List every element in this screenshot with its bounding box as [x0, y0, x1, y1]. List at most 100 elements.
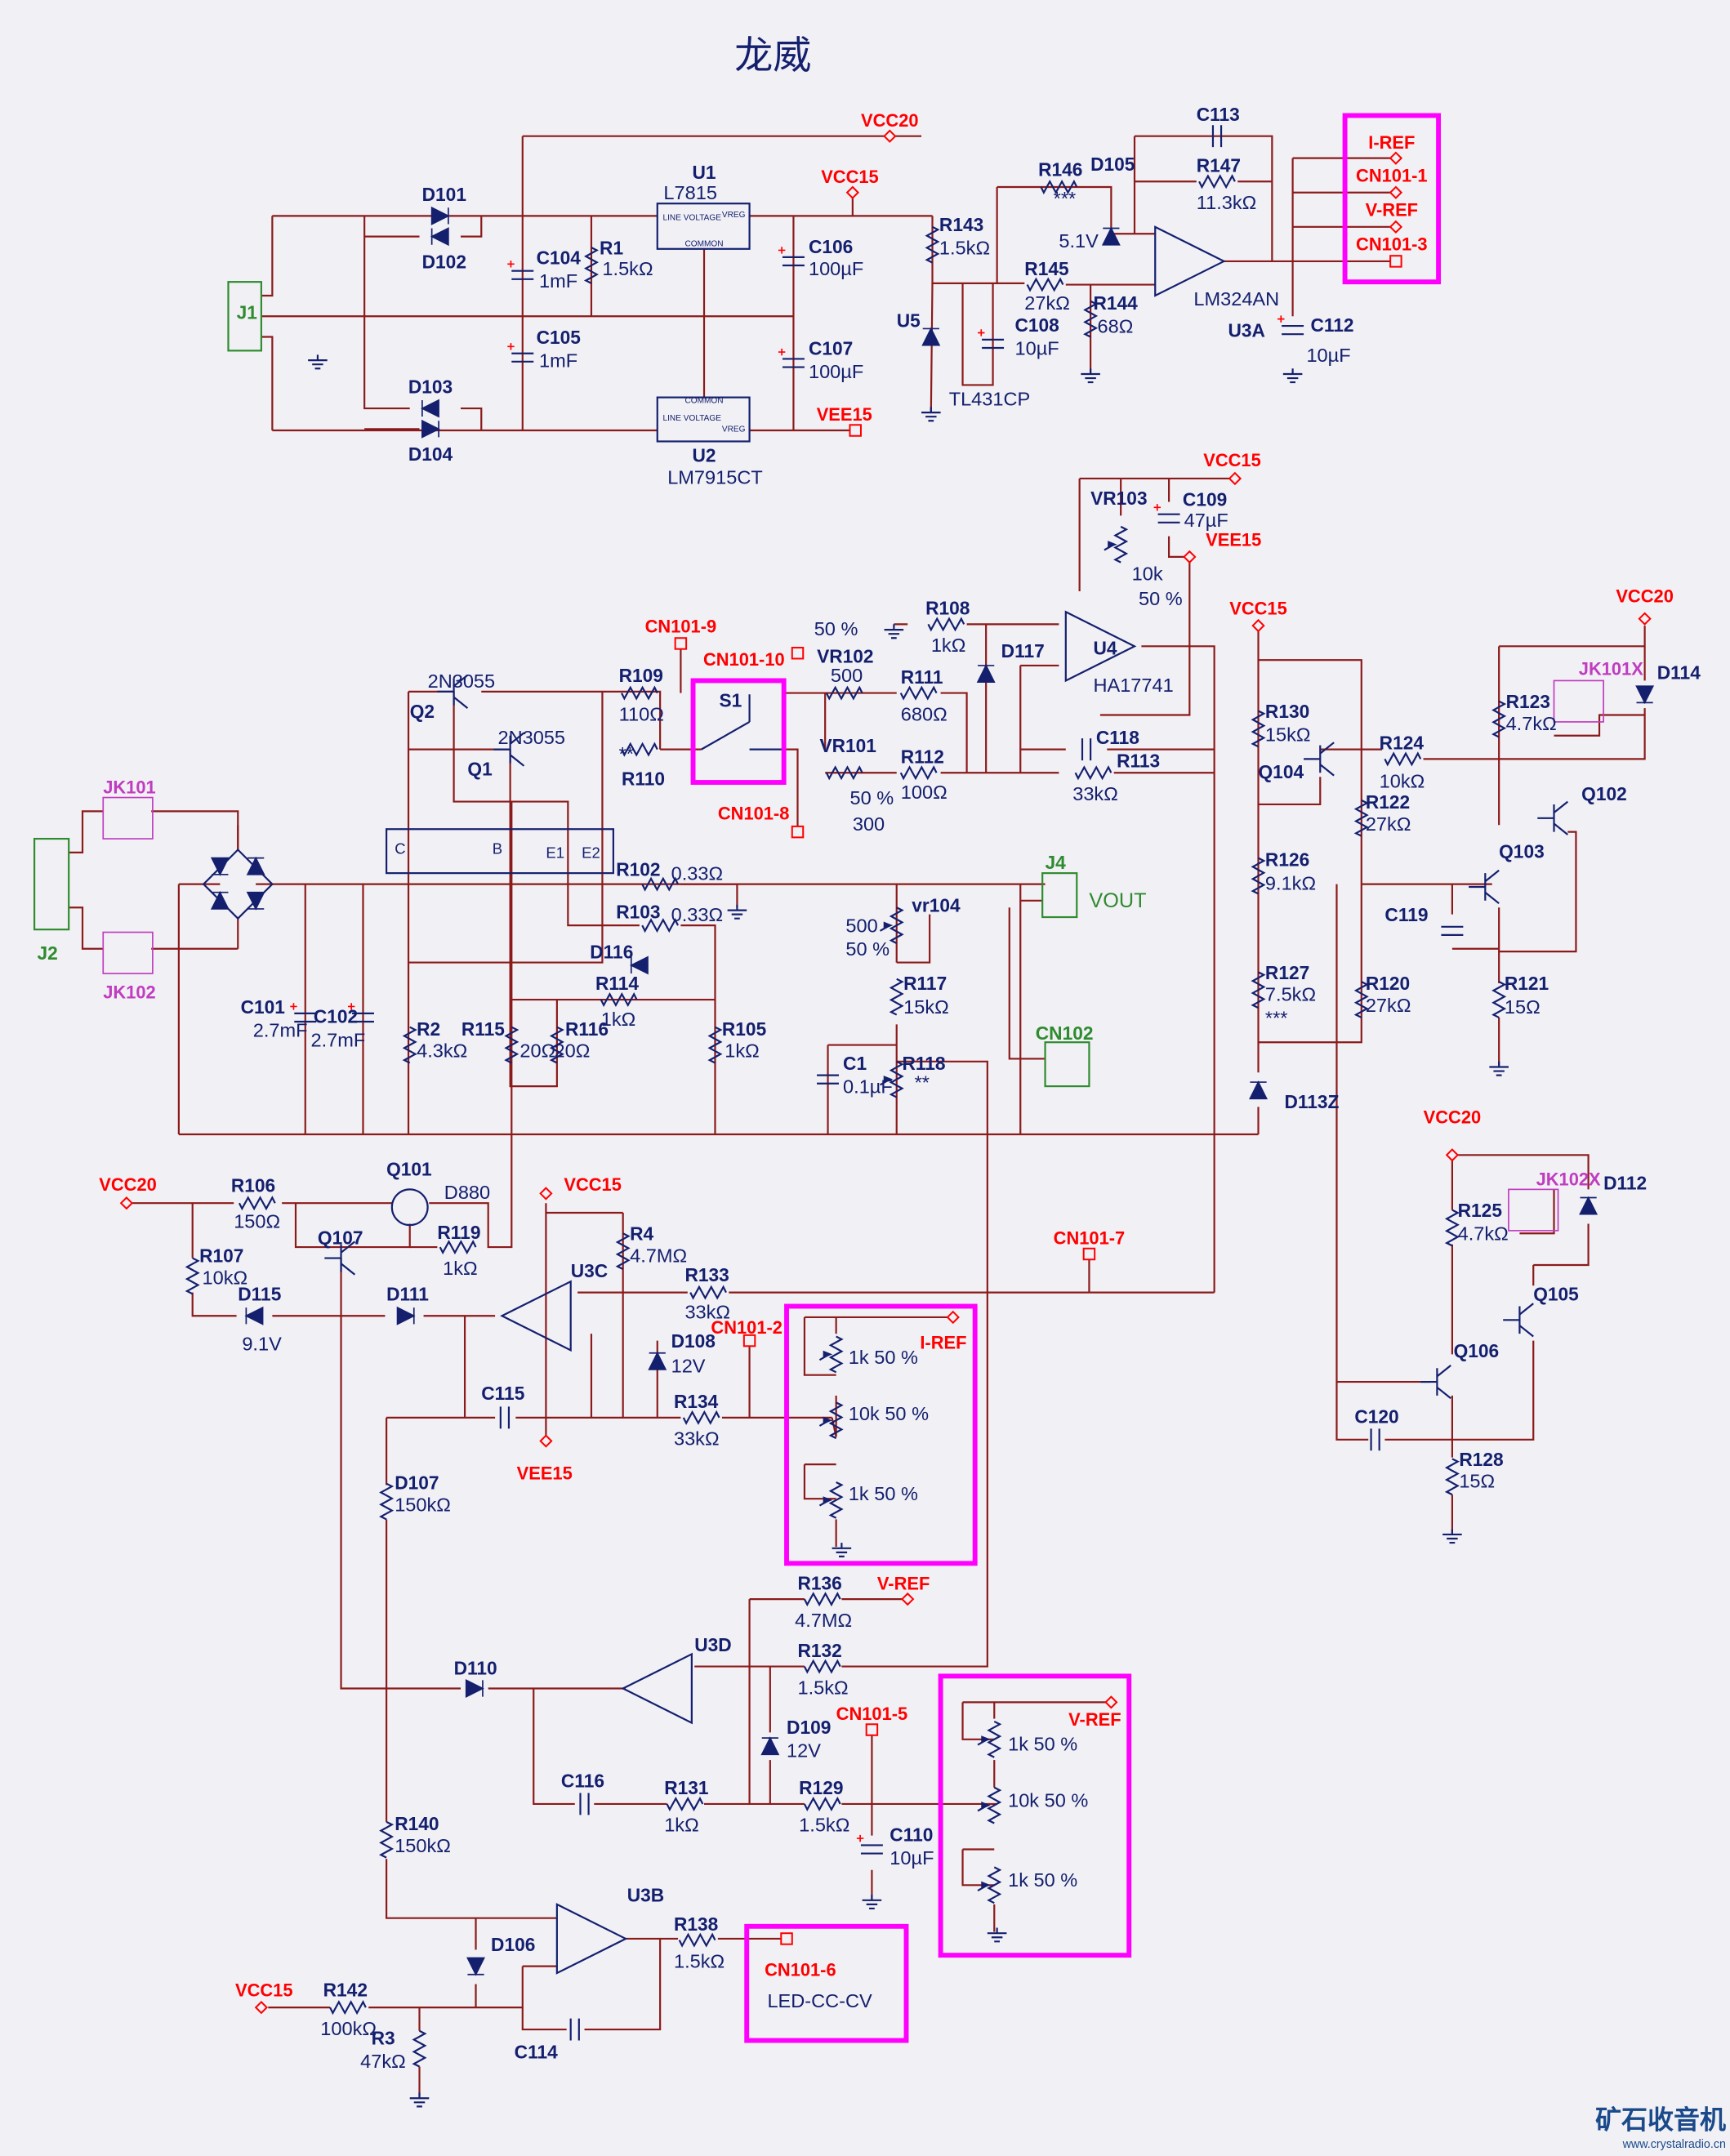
- label-components-d105-ref: D105: [1090, 154, 1135, 175]
- wire: [584, 1938, 662, 2031]
- label-nets-vcc15: VCC15: [564, 1174, 622, 1195]
- label-components-j2-ref: J2: [37, 942, 57, 964]
- opamp-U3C: [500, 1280, 572, 1352]
- label-components-q103-ref: Q103: [1499, 841, 1545, 862]
- capacitor-C112: [1277, 315, 1304, 336]
- resistor-R112: [899, 765, 938, 781]
- label-components-d115-value: 9.1V: [242, 1333, 282, 1354]
- label-components-r133-value: 33kΩ: [684, 1302, 730, 1323]
- wire: [151, 810, 239, 850]
- resistor-vref-pot-2: [987, 1786, 1002, 1824]
- net-port-icon: [791, 647, 805, 660]
- resistor-R132: [803, 1659, 841, 1674]
- net-port-icon: [1638, 612, 1652, 626]
- label-nets-cn101_6: CN101-6: [765, 1959, 836, 1980]
- diode-D104: [421, 419, 440, 439]
- label-components-r131-ref: R131: [664, 1777, 708, 1798]
- label-components-d111-ref: D111: [386, 1284, 429, 1305]
- polarity-plus-icon: [1153, 504, 1161, 511]
- label-components-u5-value: TL431CP: [949, 389, 1031, 410]
- connector-J1: [227, 281, 262, 352]
- diode-D114: [1635, 685, 1655, 705]
- label-vref_pots-1: 10k 50 %: [1008, 1789, 1088, 1811]
- label-components-r118-value: **: [915, 1071, 930, 1093]
- label-components-c102-ref: C102: [314, 1006, 358, 1027]
- diode-D110: [465, 1679, 484, 1698]
- wire: [1335, 884, 1369, 1441]
- wiper-arrow-icon: [883, 921, 894, 929]
- label-components-r146-value: ***: [1054, 188, 1077, 209]
- polarity-plus-icon: [347, 1003, 355, 1010]
- label-components-u1-ref: U1: [692, 162, 716, 183]
- ground-icon: [1282, 368, 1303, 384]
- label-components-c110-value: 10µF: [890, 1847, 934, 1869]
- label-components-vr101-ref: VR101: [819, 735, 876, 756]
- resistor-R108: [927, 617, 965, 632]
- label-nets-cn101_1: CN101-1: [1356, 165, 1428, 185]
- label-components-c119-ref: C119: [1384, 904, 1428, 925]
- opamp-U3D: [621, 1652, 693, 1725]
- label-nets-cn101_3: CN101-3: [1356, 234, 1428, 254]
- wire: [930, 283, 934, 413]
- net-port-icon: [849, 424, 862, 437]
- net-port-icon: [791, 825, 805, 839]
- wiper-arrow-icon: [981, 1881, 991, 1889]
- label-components-r133-ref: R133: [684, 1264, 729, 1285]
- connector-J2: [33, 837, 70, 931]
- label-components-r115-value: 20Ω: [519, 1040, 555, 1062]
- label-components-c118-ref: C118: [1096, 727, 1139, 748]
- net-port-icon: [119, 1196, 134, 1210]
- label-components-vr102-value: 500: [831, 665, 863, 686]
- label-components-r102-value: 0.33Ω: [671, 863, 723, 884]
- connector-J4: [1041, 872, 1078, 919]
- diode-D109: [760, 1736, 780, 1756]
- labels: 龙威VCC20VCC15VEE15D101D102D103D104J1C1041…: [37, 33, 1726, 2151]
- resistor-iref-pot-1: [828, 1335, 844, 1374]
- label-components-c112-ref: C112: [1310, 314, 1353, 336]
- resistor-VR103: [1113, 525, 1129, 564]
- transistor-Q106: [1420, 1365, 1451, 1400]
- capacitor-C110: [856, 1834, 883, 1855]
- resistor-R121: [1491, 981, 1507, 1018]
- label-nets-v_ref: V-REF: [1068, 1709, 1121, 1730]
- resistor-R134: [682, 1410, 720, 1425]
- label-components-u3d-ref: U3D: [694, 1634, 731, 1655]
- ground-icon: [727, 904, 747, 920]
- label-components-c101-ref: C101: [241, 996, 285, 1018]
- label-power_block-e2: E2: [582, 844, 600, 862]
- label-components-r111-value: 680Ω: [901, 703, 947, 724]
- wire: [461, 407, 483, 431]
- label-components-c114-ref: C114: [515, 2041, 558, 2062]
- label-components-r124-ref: R124: [1380, 733, 1425, 754]
- wire: [69, 810, 104, 853]
- label-components-vr101-setting: 50 %: [849, 787, 894, 808]
- resistor-VR101: [825, 765, 863, 781]
- diode-U5: [921, 327, 941, 346]
- label-components-r125-value: 4.7kΩ: [1458, 1223, 1509, 1245]
- highlight-box-cn101-refs: [1342, 113, 1442, 285]
- wire: [961, 283, 994, 386]
- label-components-r1-ref: R1: [600, 238, 623, 259]
- jack-JK102X: [1508, 1188, 1559, 1232]
- polarity-plus-icon: [290, 1003, 297, 1010]
- highlight-box-cn101-6: [744, 1923, 909, 2043]
- label-components-r3-value: 47kΩ: [360, 2051, 406, 2072]
- label-components-c109-value: 47µF: [1184, 510, 1228, 531]
- net-port-icon: [1183, 550, 1197, 564]
- label-components-r132-ref: R132: [798, 1640, 842, 1661]
- label-components-d112-ref: D112: [1603, 1172, 1647, 1193]
- opamp-U4: [1064, 610, 1137, 683]
- label-components-r114-value: 1kΩ: [601, 1009, 636, 1030]
- label-components-d109-value: 12V: [787, 1740, 821, 1762]
- label-power_block-e1: E1: [546, 844, 564, 862]
- label-components-jk102-ref: JK102: [103, 982, 155, 1002]
- wire: [961, 1849, 995, 1886]
- label-components-q105-ref: Q105: [1533, 1284, 1579, 1305]
- resistor-R111: [899, 685, 938, 701]
- label-components-u3a-value: LM324AN: [1193, 288, 1279, 310]
- label-components-s1-ref: S1: [720, 689, 742, 710]
- label-components-r143-value: 1.5kΩ: [939, 238, 990, 259]
- resistor-R147: [1198, 174, 1236, 189]
- wire: [1451, 1154, 1590, 1190]
- capacitor-C104: [507, 261, 534, 280]
